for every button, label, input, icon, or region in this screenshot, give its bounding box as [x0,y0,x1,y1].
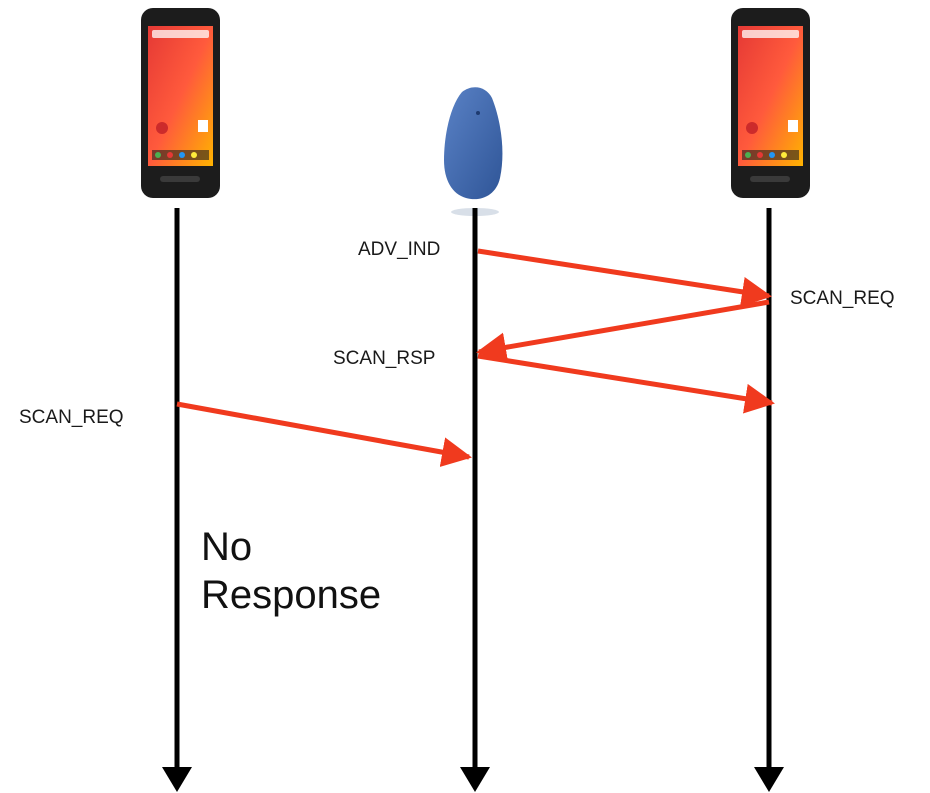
beacon-icon [444,87,503,216]
phone-right-icon [731,8,810,198]
phone-left-icon [141,8,220,198]
arrow-adv-ind [477,248,772,307]
label-scan-req-right: SCAN_REQ [790,288,895,309]
arrow-scan-req-right [476,299,770,363]
arrow-scan-rsp [477,353,775,414]
lifeline-left [162,208,192,792]
lifeline-center [460,208,490,792]
arrow-scan-req-left [176,401,472,467]
label-adv-ind: ADV_IND [358,239,441,260]
note-line-2: Response [201,573,382,617]
label-scan-rsp: SCAN_RSP [333,348,436,369]
note-no-response: No Response [201,523,381,619]
note-line-1: No [201,525,253,569]
label-scan-req-left: SCAN_REQ [19,407,124,428]
